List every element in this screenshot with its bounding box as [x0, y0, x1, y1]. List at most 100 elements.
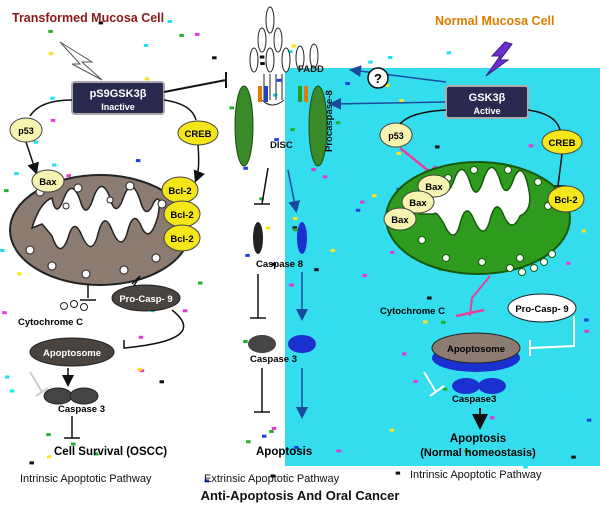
- speckle: [271, 426, 277, 430]
- right-bax-2-label: Bax: [409, 198, 427, 209]
- middle-inhibit-left: [254, 167, 270, 205]
- right-outcome-line1: Apoptosis: [450, 433, 506, 445]
- left-caspase3-a: [43, 387, 73, 405]
- speckle: [179, 33, 184, 37]
- question-mark-label: ?: [374, 71, 382, 86]
- speckle: [204, 479, 210, 483]
- speckle: [48, 52, 54, 56]
- speckle: [144, 77, 150, 81]
- speckle: [429, 68, 435, 72]
- left-bax-label: Bax: [39, 177, 57, 188]
- speckle: [94, 452, 99, 456]
- speckle: [71, 442, 76, 446]
- speckle: [584, 329, 589, 333]
- death-receptor-icon: [249, 6, 319, 106]
- speckle: [270, 474, 275, 478]
- speckle: [47, 455, 52, 459]
- speckle: [563, 172, 569, 176]
- speckle: [50, 118, 56, 122]
- speckle: [490, 416, 495, 420]
- procaspase8-label: Procaspase-8: [324, 90, 335, 152]
- speckle: [531, 69, 536, 73]
- left-bcl2-1-label: Bcl-2: [168, 186, 191, 197]
- right-creb-label: CREB: [549, 138, 576, 149]
- speckle: [9, 389, 15, 393]
- speckle: [446, 51, 452, 55]
- left-gsk3b-box: [71, 81, 165, 115]
- right-cell-title: Normal Mucosa Cell: [435, 14, 554, 28]
- middle-caspase3-label: Caspase 3: [250, 354, 297, 365]
- right-gsk-to-creb: [527, 109, 561, 131]
- speckle: [523, 465, 528, 469]
- left-pro-casp9-label: Pro-Casp- 9: [119, 294, 172, 305]
- right-caspase3-b: [478, 378, 506, 394]
- speckle: [259, 197, 264, 201]
- left-cytochrome-dots: [60, 300, 88, 311]
- speckle: [276, 78, 282, 82]
- right-bax-3-label: Bax: [391, 215, 409, 226]
- speckle: [395, 471, 401, 475]
- speckle: [139, 369, 145, 373]
- left-pro-casp9-path: [123, 309, 185, 349]
- left-caspase-gray-inhibit: [29, 371, 49, 397]
- speckle: [355, 208, 361, 212]
- speckle: [372, 194, 377, 198]
- right-gsk3b-state: Active: [473, 106, 500, 116]
- left-bcl2-2-label: Bcl-2: [170, 210, 193, 221]
- speckle: [435, 145, 440, 149]
- right-pathway-label: Intrinsic Apoptotic Pathway: [410, 469, 542, 481]
- right-mito-cristae: [418, 166, 531, 236]
- left-cytochrome-label: Cytochrome C: [18, 317, 83, 328]
- right-bax-1-label: Bax: [425, 182, 443, 193]
- speckle: [66, 174, 71, 178]
- left-caspase3-label: Caspase 3: [58, 404, 105, 415]
- right-cyto-release-bar: [455, 308, 485, 318]
- speckle: [345, 82, 350, 85]
- speckle: [2, 311, 7, 315]
- speckle: [584, 318, 589, 322]
- speckle: [291, 44, 296, 48]
- speckle: [273, 93, 278, 97]
- speckle: [396, 152, 401, 155]
- speckle: [0, 249, 5, 252]
- speckle: [14, 172, 19, 176]
- right-gsk-to-p53: [399, 109, 447, 125]
- middle-pathway-label: Extrinsic Apoptotic Pathway: [204, 473, 340, 485]
- right-gsk3b-box: [445, 85, 529, 119]
- left-p53-to-bax: [25, 141, 39, 175]
- right-outcome-line2: (Normal homeostasis): [420, 447, 536, 459]
- speckle: [274, 138, 279, 142]
- left-gsk-inhibits-receptor: [163, 72, 227, 93]
- middle-inhibit-3: [254, 368, 270, 413]
- figure-title: Anti-Apoptosis And Oral Cancer: [201, 488, 400, 503]
- speckle: [52, 163, 57, 167]
- left-caspase3-b: [69, 387, 99, 405]
- speckle: [265, 226, 271, 230]
- right-bax-1: [417, 174, 451, 198]
- left-bcl2-3-label: Bcl-2: [170, 234, 193, 245]
- right-apoptosome-label: Apoptosome: [447, 344, 505, 355]
- speckle: [335, 121, 341, 125]
- right-pro-casp9-inhibit: [529, 316, 575, 356]
- speckle: [17, 272, 22, 276]
- left-pro-casp9: [111, 284, 181, 312]
- speckle: [48, 29, 53, 33]
- speckle: [290, 128, 295, 132]
- speckle: [292, 226, 297, 230]
- speckle: [362, 274, 367, 277]
- left-bcl2-3: [163, 224, 201, 252]
- left-lightning-icon: [59, 41, 103, 81]
- speckle: [427, 296, 432, 300]
- speckle: [5, 375, 10, 379]
- disc-label: DISC: [270, 140, 293, 151]
- speckle: [289, 283, 294, 287]
- right-p53: [379, 122, 413, 148]
- middle-caspase3-active: [288, 335, 316, 353]
- left-pathway-label: Intrinsic Apoptotic Pathway: [20, 473, 152, 485]
- middle-outcome-label: Apoptosis: [256, 446, 312, 458]
- speckle: [444, 454, 450, 458]
- speckle: [288, 50, 293, 54]
- left-cyto-release-inhibit: [80, 284, 96, 301]
- speckle: [137, 367, 142, 371]
- question-icon: [367, 67, 389, 89]
